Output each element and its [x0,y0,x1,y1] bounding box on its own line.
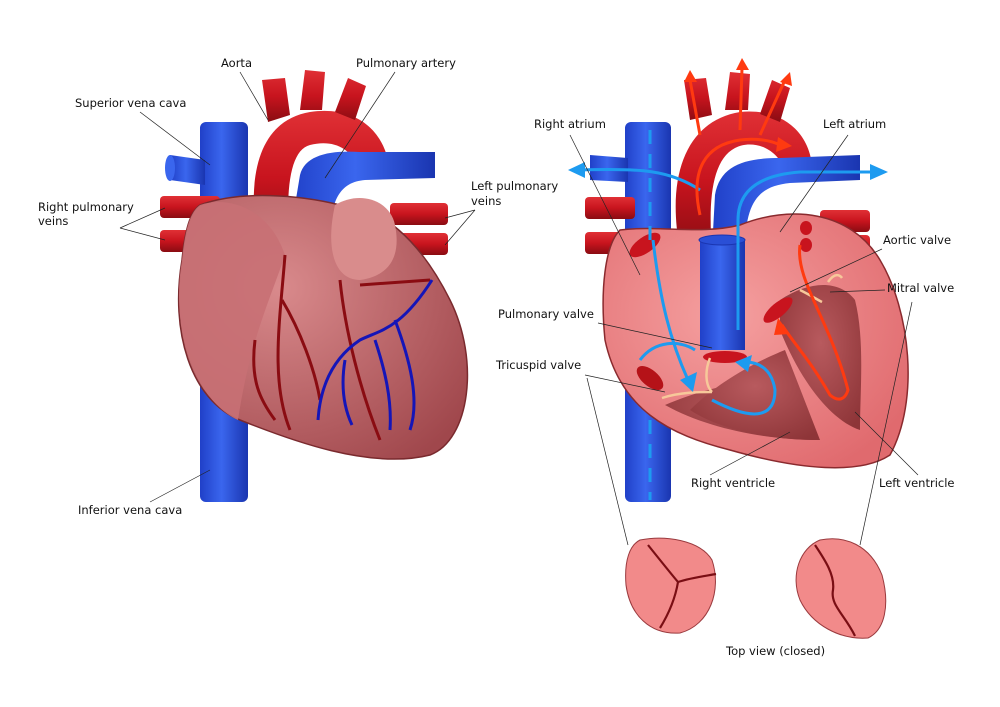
label-left-atrium: Left atrium [823,117,886,131]
label-right-atrium: Right atrium [534,117,606,131]
left-ventricle-cavity [780,285,862,430]
deoxygenated-flow-arrows [579,130,870,500]
right-atrium-exterior [178,202,285,420]
label-left-pulmonary-veins: Left pulmonary [471,179,558,193]
section-heart [568,58,909,502]
label-right-pulmonary-veins-line2: veins [38,214,68,228]
valve-leaflets [661,273,844,400]
top-view-caption: Top view (closed) [725,644,825,658]
label-left-ventricle: Left ventricle [879,476,955,490]
label-inferior-vena-cava: Inferior vena cava [78,503,182,517]
tricuspid-valve-top-view [625,537,717,634]
label-aortic-valve: Aortic valve [883,233,951,247]
external-heart [160,70,469,502]
label-pulmonary-artery: Pulmonary artery [356,56,456,70]
label-right-pulmonary-veins: Right pulmonary [38,200,134,214]
label-mitral-valve: Mitral valve [887,281,954,295]
label-superior-vena-cava: Superior vena cava [75,96,186,110]
mitral-valve-top-view [795,538,887,639]
external-labels: Aorta Pulmonary artery Superior vena cav… [38,56,558,517]
label-left-pulmonary-veins-line2: veins [471,194,501,208]
label-aorta: Aorta [221,56,252,70]
section-labels: Right atrium Left atrium Aortic valve Mi… [495,117,955,546]
coronary-veins [316,279,434,431]
label-tricuspid-valve: Tricuspid valve [495,358,581,372]
label-pulmonary-valve: Pulmonary valve [498,307,594,321]
left-atrium-exterior [331,197,397,280]
oxygenated-flow-arrows [688,67,850,401]
label-right-ventricle: Right ventricle [691,476,775,490]
coronary-arteries [252,254,431,441]
